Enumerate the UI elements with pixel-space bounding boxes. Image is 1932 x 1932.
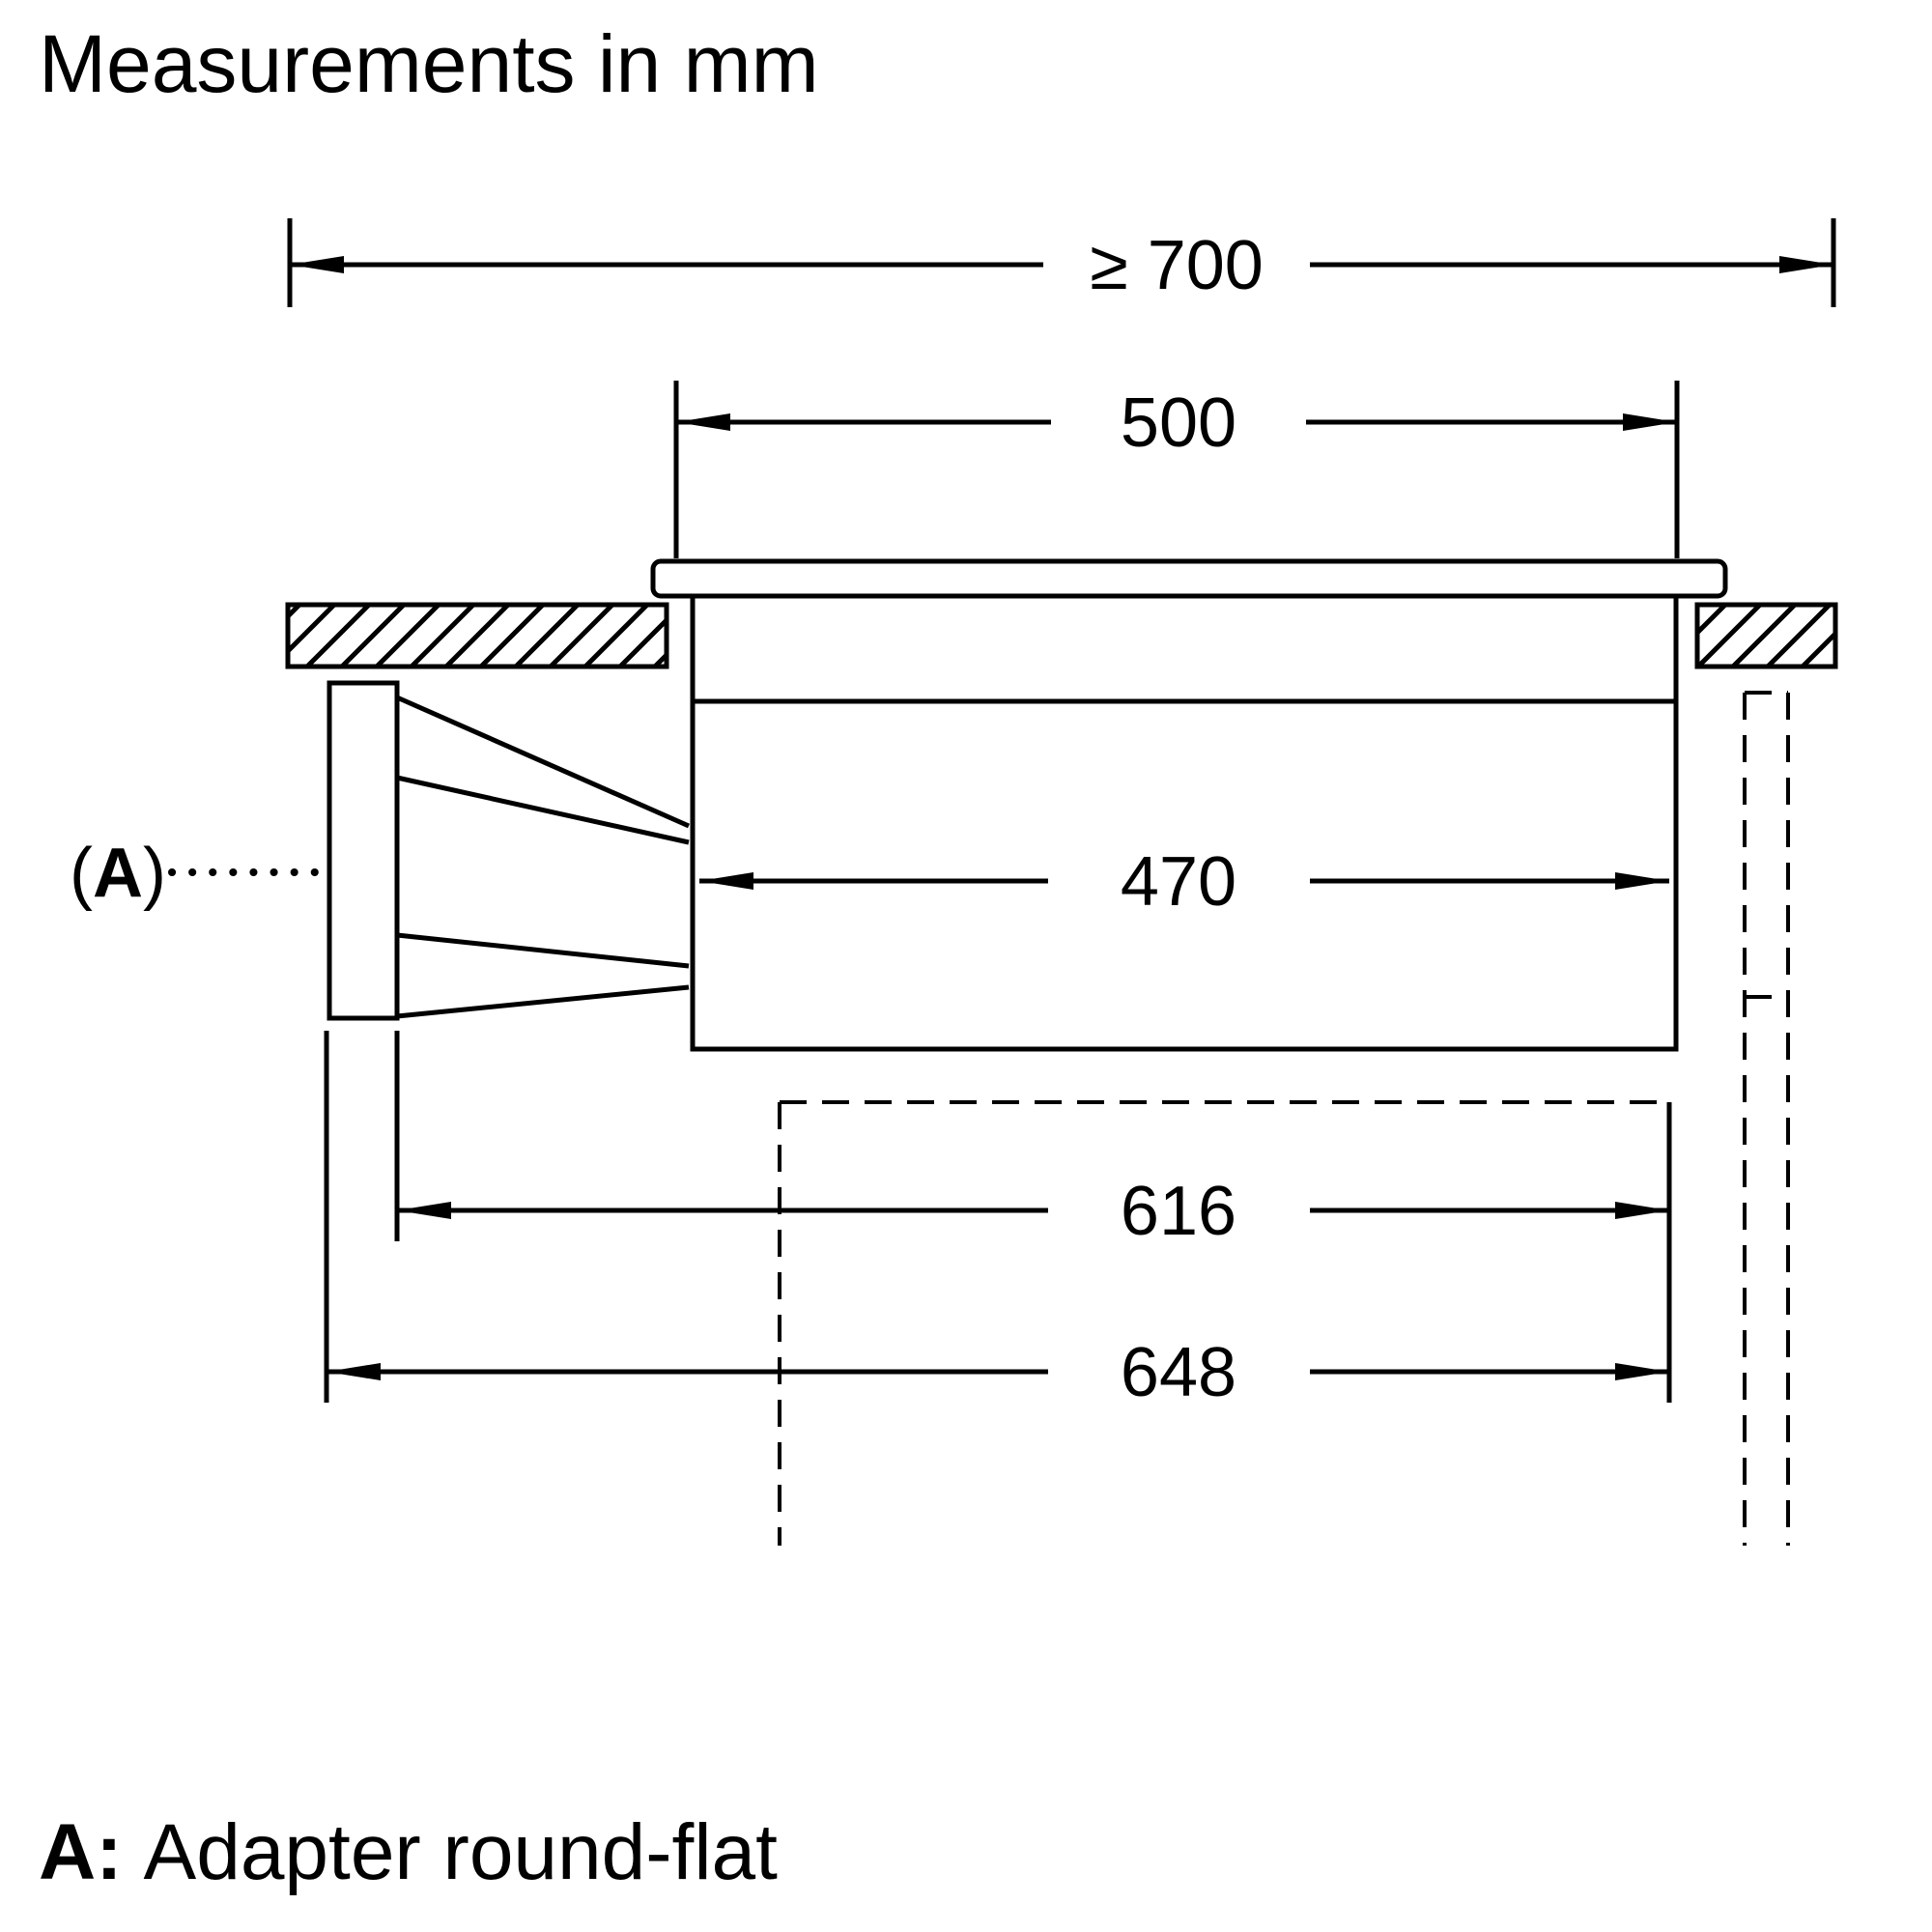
caption-text: Adapter round-flat	[144, 1808, 779, 1896]
hob-glass-top	[650, 558, 1728, 599]
dimension-label-470: 470	[1121, 843, 1236, 921]
dimension-hob-width	[673, 381, 1680, 558]
worktop-left-section	[285, 602, 669, 669]
dimension-worktop-min-width	[287, 218, 1836, 307]
adapter-ref-open: (	[70, 835, 93, 912]
worktop-right-section	[1694, 602, 1838, 669]
page-title: Measurements in mm	[39, 18, 819, 109]
dimension-label-500: 500	[1121, 384, 1236, 462]
adapter-plate	[327, 680, 400, 1021]
adapter-ref-close: )	[143, 835, 166, 912]
dimension-label-648: 648	[1121, 1334, 1236, 1411]
adapter-duct-line	[396, 984, 690, 1019]
adapter-round-flat	[327, 680, 691, 1021]
adapter-ref-label: (A)	[70, 835, 166, 912]
adapter-duct-line	[396, 932, 690, 969]
dimension-duct-offset	[394, 1031, 1672, 1403]
dimension-label-700: ≥ 700	[1090, 227, 1264, 304]
hidden-duct-dashed	[778, 691, 1790, 1546]
dimension-label-616: 616	[1121, 1173, 1236, 1250]
dimension-total-depth	[324, 1031, 1669, 1403]
hob-body-outline	[690, 593, 1679, 1052]
adapter-ref-letter: A	[93, 835, 143, 912]
caption-prefix: A:	[39, 1808, 123, 1896]
caption: A:Adapter round-flat	[39, 1808, 778, 1896]
hob-body	[690, 593, 1679, 1052]
adapter-duct-line	[395, 695, 691, 829]
adapter-duct-line	[396, 775, 690, 845]
